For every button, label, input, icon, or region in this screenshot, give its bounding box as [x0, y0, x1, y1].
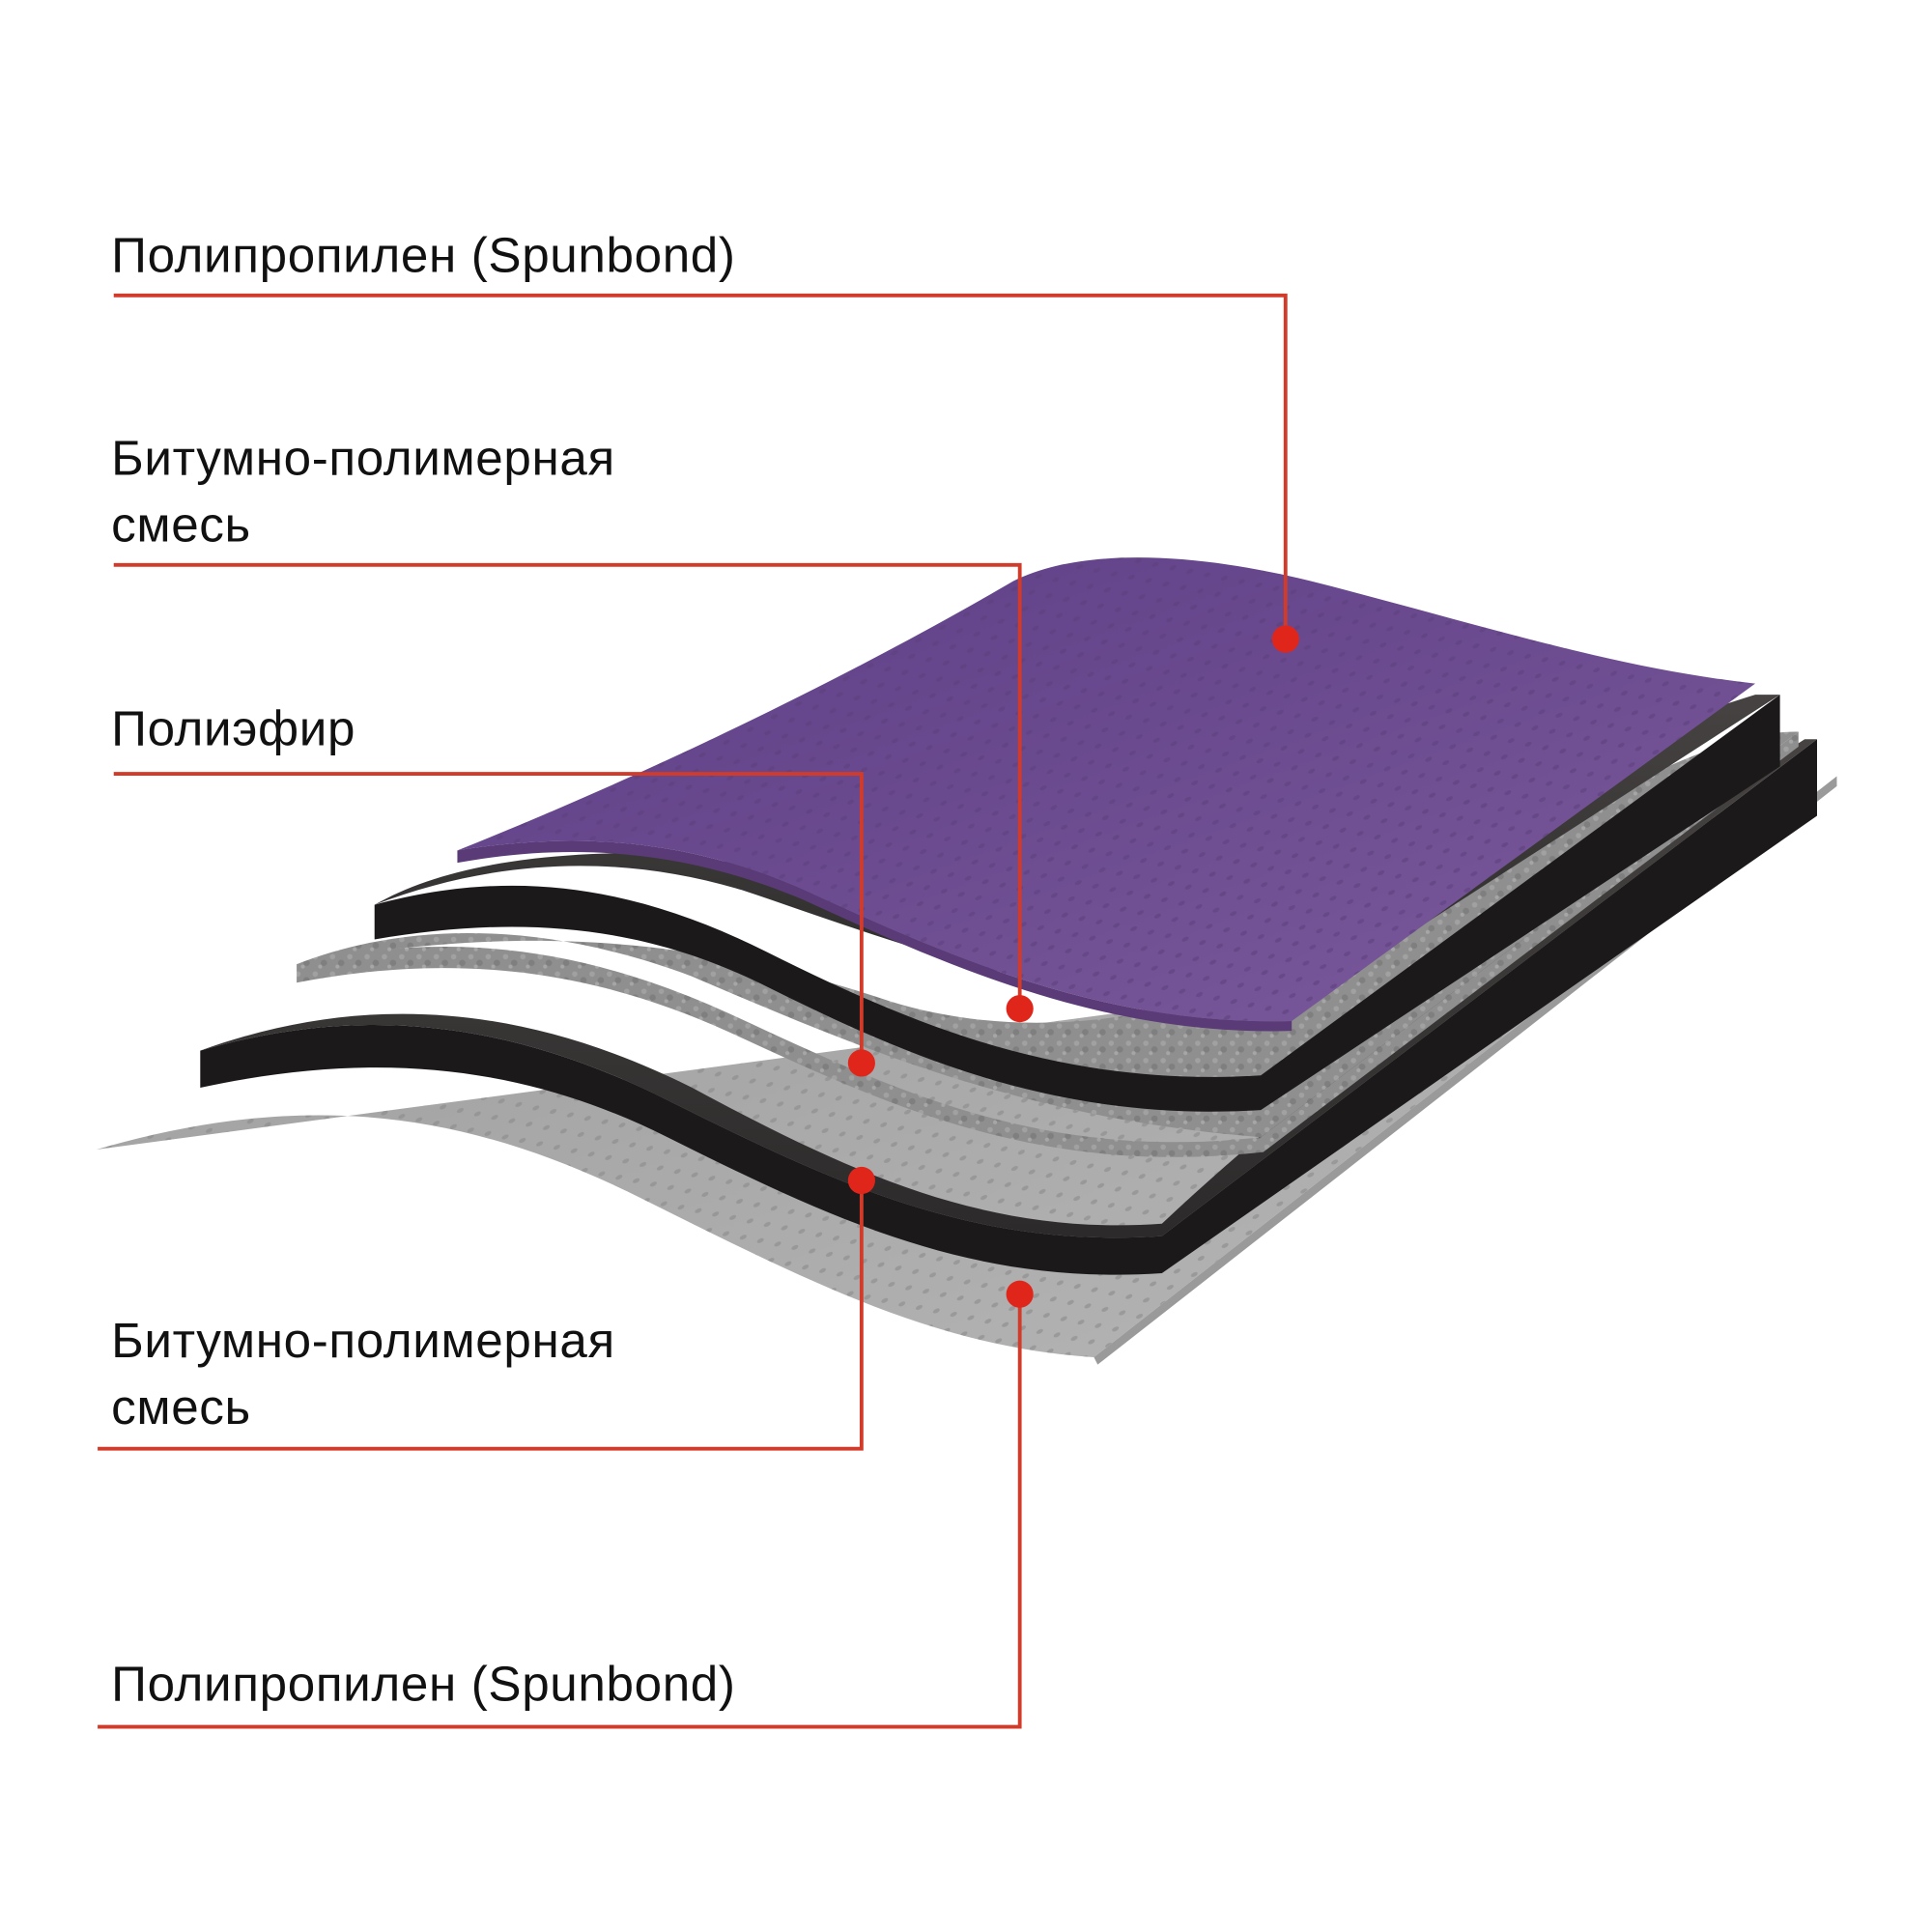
marker-dot-2	[1006, 995, 1034, 1023]
leader-line-4	[98, 1180, 864, 1451]
marker-dot-4	[847, 1166, 875, 1195]
layer-lower-bitumen	[200, 739, 1817, 1275]
leader-lines	[98, 293, 1288, 1729]
label-layer-1: Полипропилен (Spunbond)	[111, 228, 735, 283]
labels: Полипропилен (Spunbond) Битумно-полимерн…	[111, 228, 735, 1712]
marker-dots	[847, 625, 1299, 1308]
label-layer-3: Полиэфир	[111, 701, 355, 756]
label-layer-4-line-1: Битумно-полимерная	[111, 1313, 615, 1368]
marker-dot-3	[847, 1049, 875, 1077]
leader-line-5	[98, 1293, 1022, 1729]
leader-line-2	[113, 562, 1022, 1009]
label-layer-5: Полипропилен (Spunbond)	[111, 1657, 735, 1712]
label-layer-2-line-2: смесь	[111, 497, 251, 552]
marker-dot-5	[1006, 1280, 1034, 1308]
layer-top-spunbond	[457, 557, 1756, 1032]
leader-line-1	[113, 293, 1288, 639]
label-layer-2-line-1: Битумно-полимерная	[111, 430, 615, 485]
label-layer-4-line-2: смесь	[111, 1379, 251, 1435]
leader-line-3	[113, 772, 864, 1064]
marker-dot-1	[1271, 625, 1299, 653]
